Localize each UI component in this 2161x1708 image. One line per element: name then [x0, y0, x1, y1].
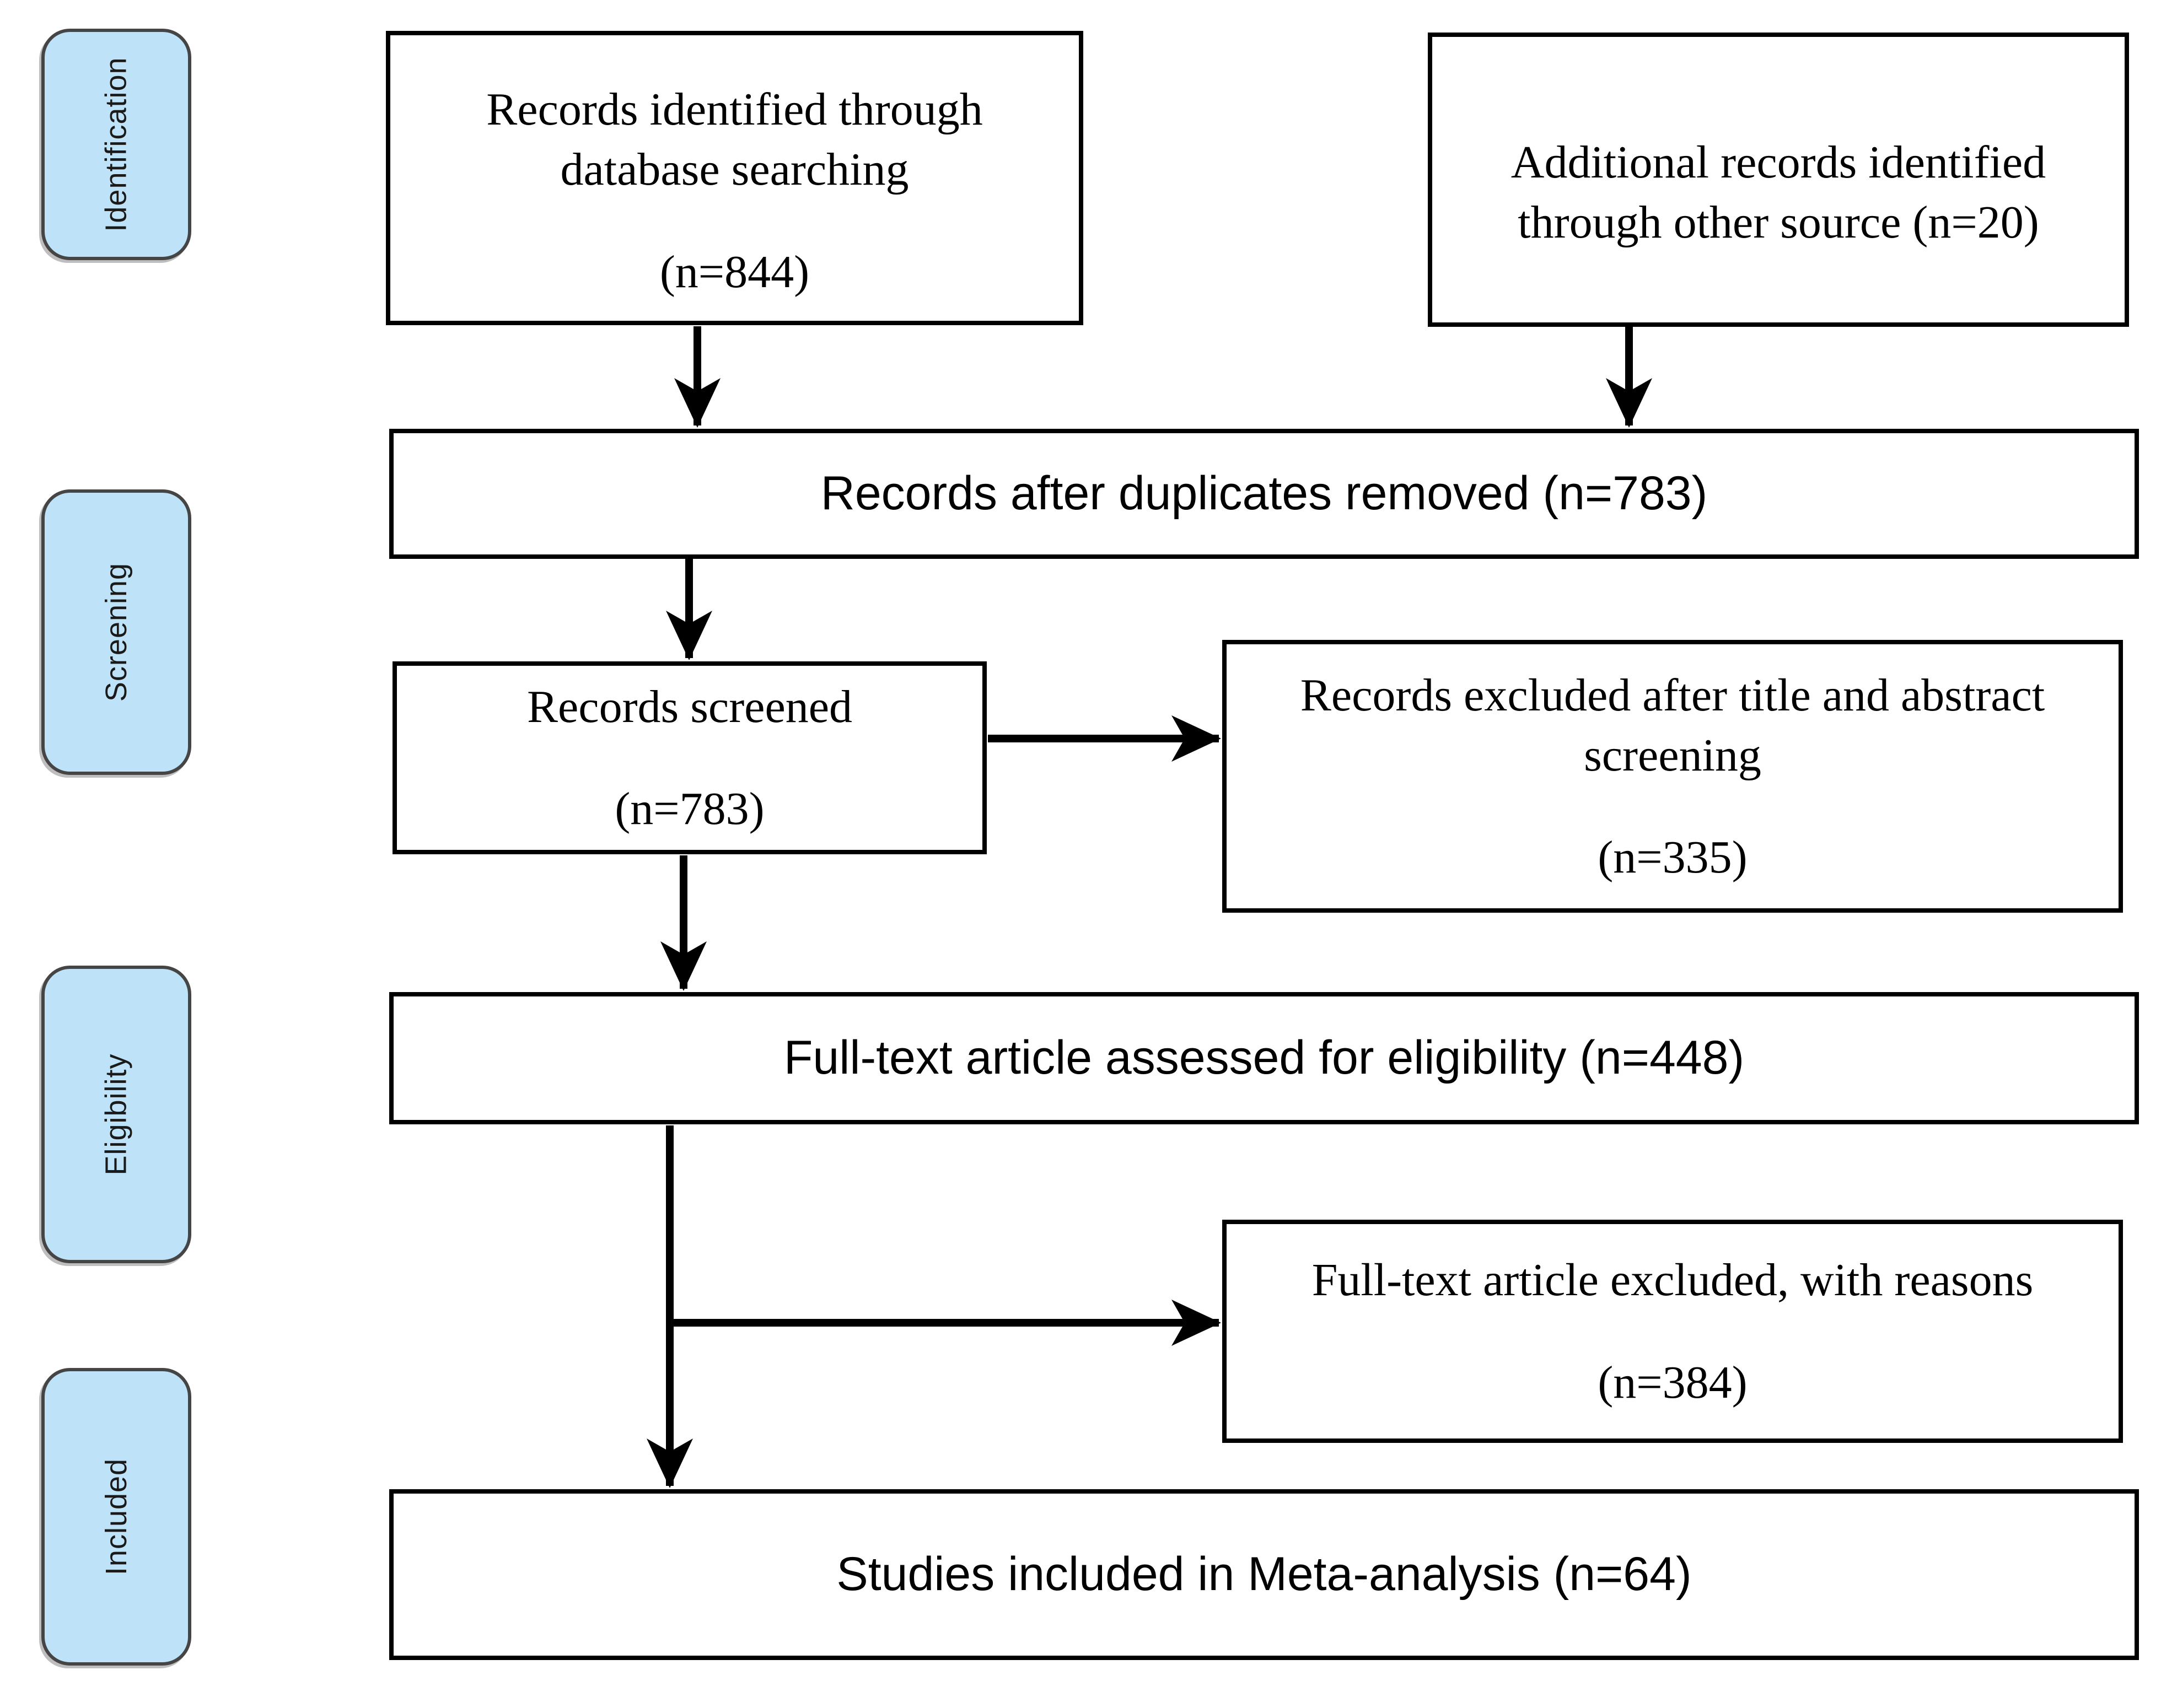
- node-after-duplicates: Records after duplicates removed (n=783): [389, 429, 2139, 559]
- node-records-identified-line1: Records identified through: [486, 84, 983, 136]
- node-records-excluded-count: (n=335): [1598, 832, 1748, 883]
- node-records-excluded-line2: screening: [1584, 729, 1761, 781]
- stage-eligibility: Eligibility: [41, 966, 191, 1263]
- node-fulltext-excluded-count: (n=384): [1598, 1356, 1748, 1408]
- stage-identification: Identification: [41, 29, 191, 260]
- stage-identification-label: Identification: [100, 57, 133, 232]
- stage-screening: Screening: [41, 489, 191, 775]
- node-additional-records-line2: through other source (n=20): [1518, 197, 2039, 248]
- node-after-duplicates-text: Records after duplicates removed (n=783): [820, 467, 1708, 520]
- node-records-identified: Records identified through database sear…: [386, 31, 1083, 325]
- node-fulltext-assessed: Full-text article assessed for eligibili…: [389, 992, 2139, 1124]
- node-studies-included-text: Studies included in Meta-analysis (n=64): [836, 1548, 1692, 1601]
- stage-screening-label: Screening: [99, 562, 133, 702]
- node-additional-records-line1: Additional records identified: [1510, 136, 2046, 188]
- node-fulltext-excluded-line1: Full-text article excluded, with reasons: [1311, 1254, 2034, 1306]
- node-records-screened-count: (n=783): [615, 783, 765, 834]
- stage-included-label: Included: [99, 1458, 133, 1576]
- node-records-identified-line2: database searching: [560, 144, 909, 196]
- stage-eligibility-label: Eligibility: [99, 1053, 133, 1176]
- node-additional-records: Additional records identified through ot…: [1428, 33, 2129, 327]
- node-studies-included: Studies included in Meta-analysis (n=64): [389, 1489, 2139, 1660]
- node-records-excluded: Records excluded after title and abstrac…: [1222, 640, 2123, 913]
- stage-included: Included: [41, 1368, 191, 1666]
- node-records-excluded-line1: Records excluded after title and abstrac…: [1300, 669, 2045, 721]
- node-records-identified-count: (n=844): [659, 246, 810, 298]
- node-records-screened: Records screened (n=783): [393, 661, 987, 854]
- node-records-screened-line1: Records screened: [526, 681, 853, 732]
- node-fulltext-excluded: Full-text article excluded, with reasons…: [1222, 1220, 2123, 1443]
- node-fulltext-assessed-text: Full-text article assessed for eligibili…: [783, 1031, 1745, 1085]
